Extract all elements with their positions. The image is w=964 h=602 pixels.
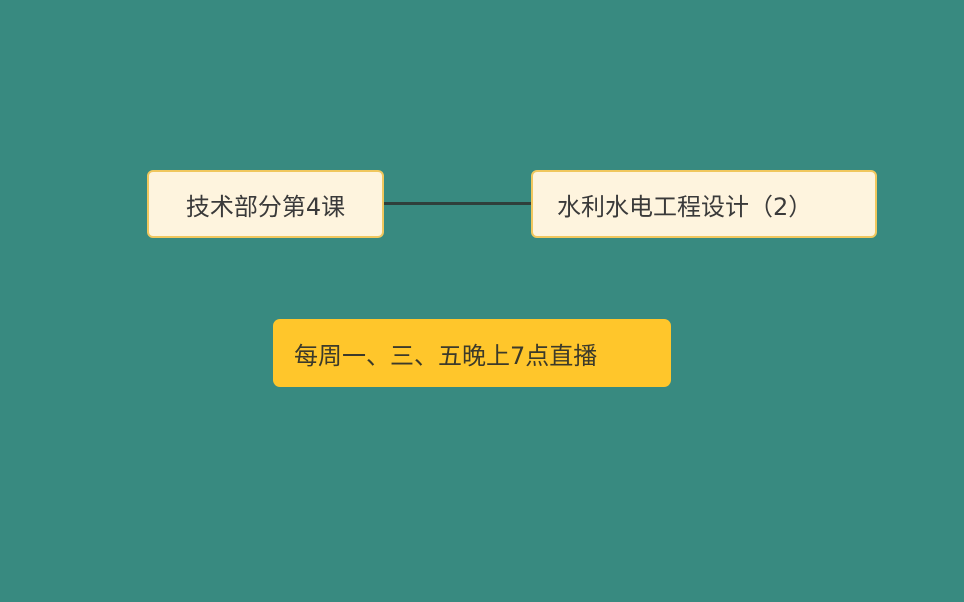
schedule-note-label: 每周一、三、五晚上7点直播: [294, 341, 598, 370]
schedule-note-node[interactable]: 每周一、三、五晚上7点直播: [273, 319, 671, 387]
topic-node-course[interactable]: 水利水电工程设计（2）: [531, 170, 877, 238]
topic-node-lesson[interactable]: 技术部分第4课: [147, 170, 384, 238]
connector-line: [383, 202, 532, 205]
topic-node-label: 水利水电工程设计（2）: [557, 192, 813, 221]
topic-node-label: 技术部分第4课: [185, 192, 346, 221]
